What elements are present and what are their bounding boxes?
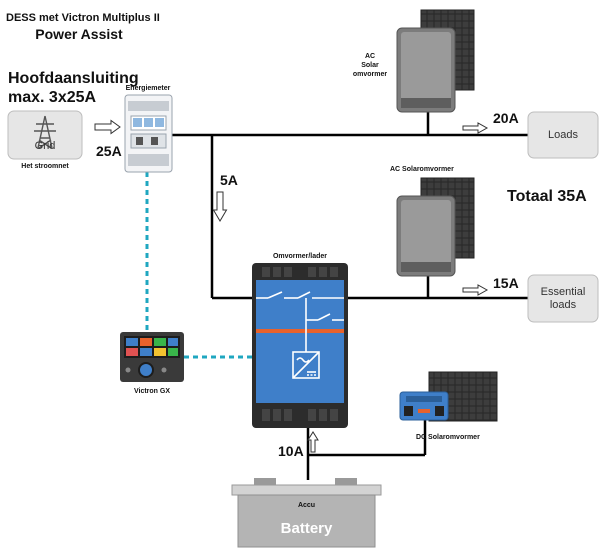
inverter-label: Omvormer/lader xyxy=(272,253,328,260)
ac-solar-inverter-mid xyxy=(396,195,456,277)
main-connection-title: Hoofdaansluiting xyxy=(8,70,139,87)
ac-solar-top-label-2: Solar xyxy=(361,62,379,69)
ac-solar-top-label-3: omvormer xyxy=(352,71,388,78)
victron-gx-device xyxy=(120,332,184,382)
arrow-up-10a xyxy=(307,431,319,453)
data-links xyxy=(145,172,252,359)
diagram-title: DESS met Victron Multiplus II xyxy=(6,12,160,24)
essential-loads-box xyxy=(527,274,599,323)
essential-current: 15A xyxy=(493,275,519,291)
arrow-loads xyxy=(462,122,489,134)
grid-current: 25A xyxy=(96,143,122,159)
multiplus-inverter xyxy=(252,263,348,428)
arrow-grid-to-meter xyxy=(94,119,121,135)
diagram-subtitle: Power Assist xyxy=(35,26,123,42)
loads-label: Loads xyxy=(548,129,578,141)
battery-current: 10A xyxy=(278,443,304,459)
ac-solar-mid-label: AC Solaromvormer xyxy=(390,166,454,173)
grid-box xyxy=(7,110,83,160)
gx-knob-icon xyxy=(138,362,154,378)
arrow-essential xyxy=(462,284,489,296)
vent-top xyxy=(262,267,338,277)
essential-label-1: Essential xyxy=(540,286,586,298)
dc-solar-label: DC Solaromvormer xyxy=(416,434,480,441)
loads-current: 20A xyxy=(493,110,519,126)
battery-label: Battery xyxy=(280,520,333,537)
arrow-down-5a xyxy=(212,191,228,222)
gx-label: Victron GX xyxy=(133,388,171,395)
grid-caption: Het stroomnet xyxy=(21,163,69,170)
battery-device xyxy=(231,478,382,548)
essential-label-2: loads xyxy=(549,299,577,311)
ac-solar-top-label-1: AC xyxy=(364,53,376,60)
vent-bottom xyxy=(262,409,338,421)
ac-solar-inverter-top xyxy=(396,27,456,113)
ac-dc-converter-symbol xyxy=(292,351,320,379)
mppt-charger xyxy=(399,391,449,421)
energy-meter-device xyxy=(124,94,173,173)
main-connection-rating: max. 3x25A xyxy=(8,89,97,106)
battery-small-label: Accu xyxy=(297,502,316,509)
power-lines xyxy=(162,112,528,480)
inverter-feed-current: 5A xyxy=(220,172,238,188)
grid-label: Grid xyxy=(34,140,56,152)
energy-meter-label: Energiemeter xyxy=(125,85,171,92)
pylon-icon xyxy=(34,115,56,149)
transfer-switch-symbol xyxy=(256,291,344,352)
total-current: Totaal 35A xyxy=(507,188,587,205)
loads-box xyxy=(527,111,599,159)
